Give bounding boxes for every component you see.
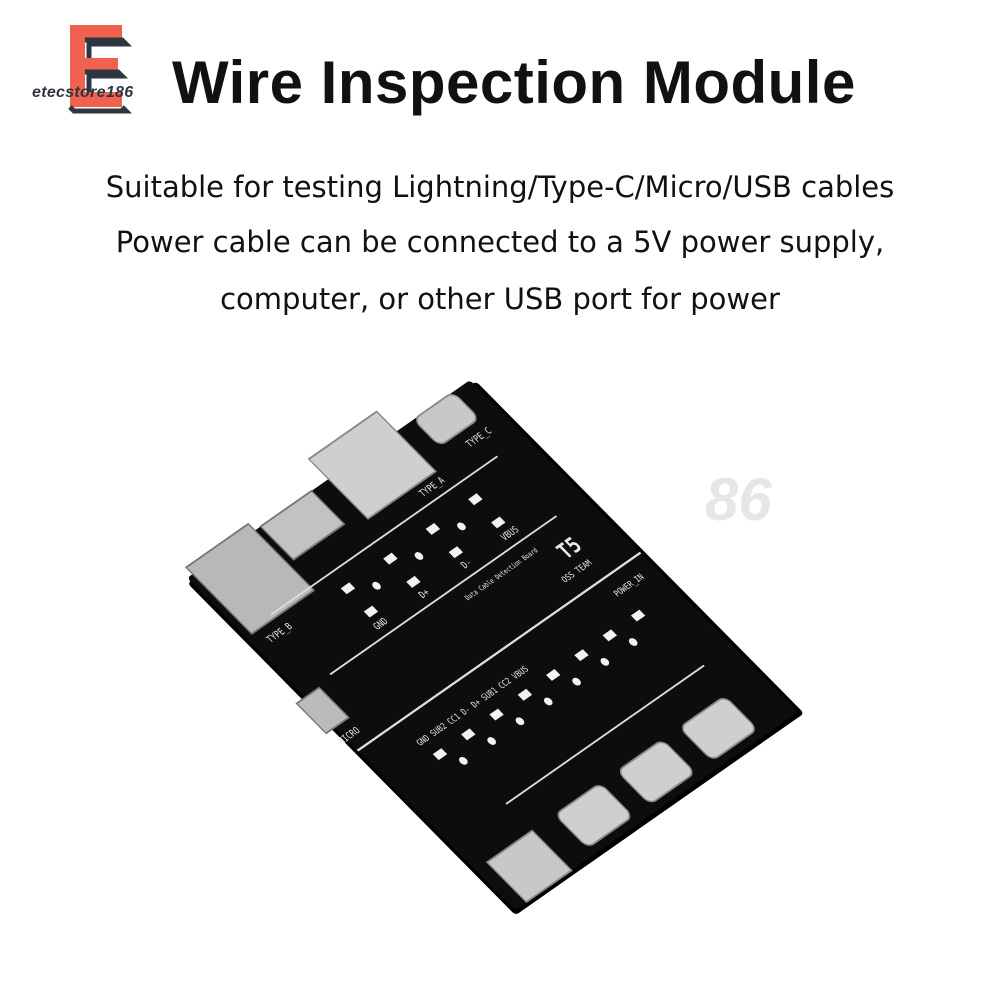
usb-c-port-2 [619, 741, 693, 803]
description-line-1: Suitable for testing Lightning/Type-C/Mi… [105, 170, 895, 204]
usb-type-a-port [307, 410, 438, 520]
usb-type-c-port [416, 393, 477, 445]
watermark: 86 [705, 466, 772, 533]
usb-c-port-1 [557, 785, 631, 846]
label-dminus: D- [459, 558, 474, 571]
lightning-port-lower [485, 829, 573, 904]
led-group-bottom [432, 609, 646, 765]
logo-e-mark [68, 25, 133, 114]
description-line-3: computer, or other USB port for power [220, 282, 780, 316]
description-line-2: Power cable can be connected to a 5V pow… [115, 225, 885, 259]
micro-usb-port [295, 686, 350, 735]
brand-name: etecstore186 [32, 84, 134, 101]
page-title: Wire Inspection Module [172, 49, 856, 116]
divider-line [356, 551, 642, 752]
usb-c-power-port [682, 698, 755, 759]
led-group-top [340, 493, 506, 618]
lightning-port [259, 489, 346, 561]
